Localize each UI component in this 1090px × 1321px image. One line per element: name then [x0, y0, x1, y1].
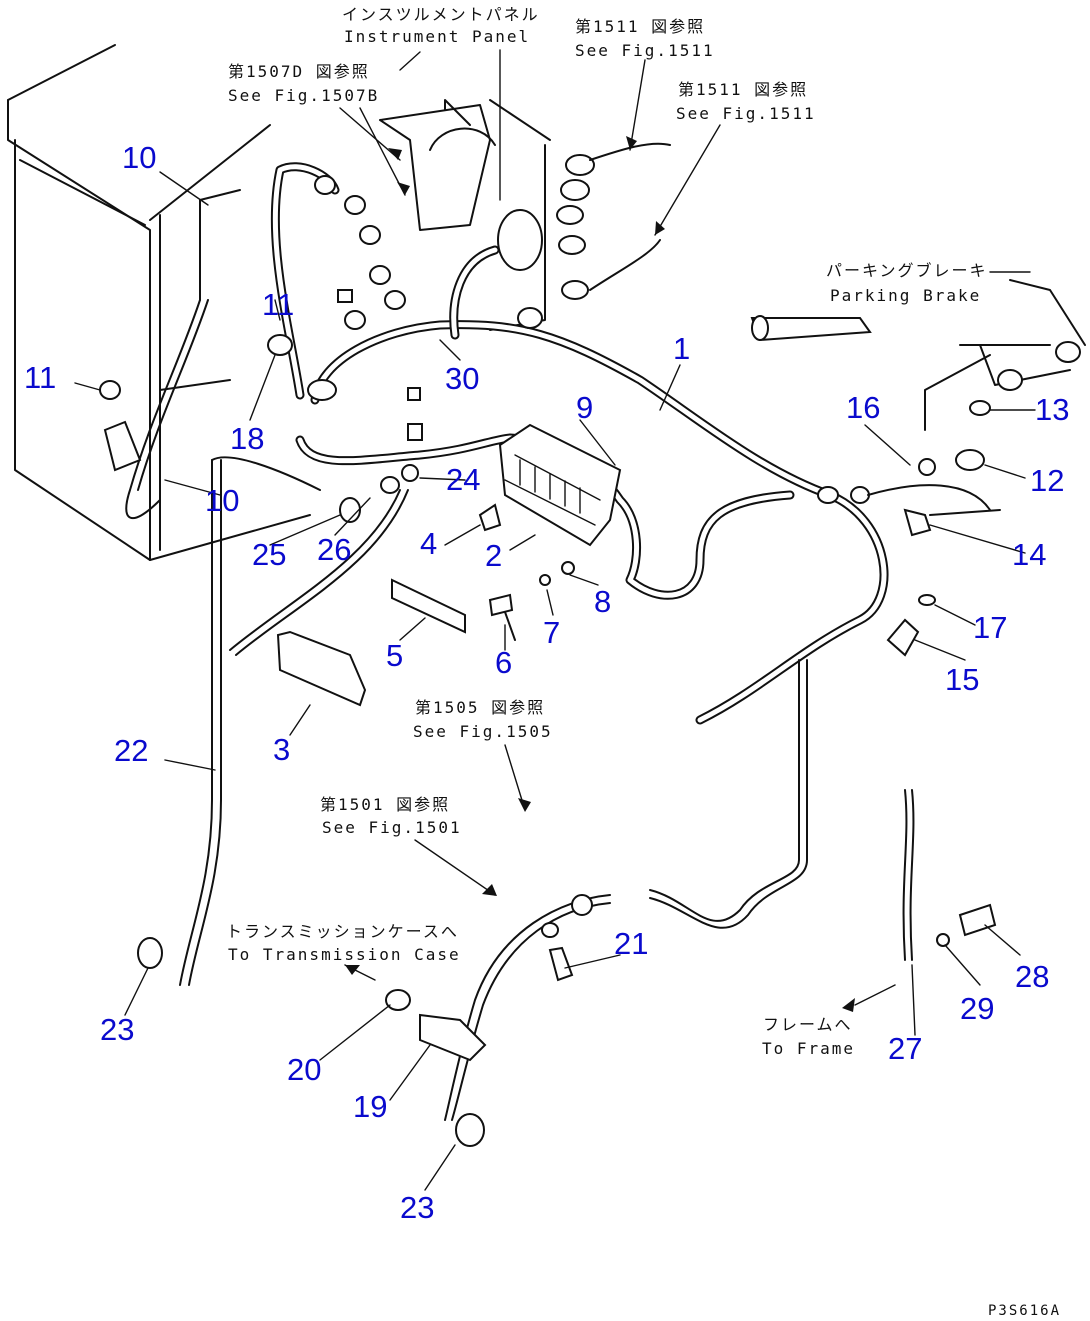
small-parts: [99, 334, 1001, 1147]
callout-25: 25: [252, 537, 286, 572]
callout-7: 7: [543, 615, 560, 650]
frame-en: To Frame: [762, 1039, 855, 1058]
parking-brake-en: Parking Brake: [830, 286, 981, 305]
callout-19: 19: [353, 1089, 387, 1124]
fig1501-jp: 第1501 図参照: [320, 795, 450, 814]
parking-brake-jp: パーキングブレーキ: [826, 261, 988, 280]
callout-8: 8: [594, 584, 611, 619]
reference-annotations: インスツルメントパネル Instrument Panel 第1507D 図参照 …: [226, 5, 1061, 1319]
fig1511a-jp: 第1511 図参照: [575, 17, 705, 36]
callout-numbers: 1 2 3 4 5 6 7 8 9 10 10 11 11 12 13 14 1…: [24, 140, 1069, 1225]
arrowheads: [345, 136, 855, 1012]
callout-23-lower: 23: [400, 1190, 434, 1225]
callout-14: 14: [1012, 537, 1046, 572]
callout-30: 30: [445, 361, 479, 396]
trans-case-jp: トランスミッションケースへ: [226, 922, 459, 941]
callout-12: 12: [1030, 463, 1064, 498]
callout-23-left: 23: [100, 1012, 134, 1047]
frame-jp: フレームへ: [763, 1015, 853, 1034]
leader-lines: [74, 49, 1036, 1191]
callout-29: 29: [960, 991, 994, 1026]
callout-22: 22: [114, 733, 148, 768]
trans-case-en: To Transmission Case: [228, 945, 461, 964]
callout-2: 2: [485, 538, 502, 573]
callout-6: 6: [495, 645, 512, 680]
callout-9: 9: [576, 390, 593, 425]
fig1505-en: See Fig.1505: [413, 722, 553, 741]
callout-21: 21: [614, 926, 648, 961]
drawing-code: P3S616A: [988, 1303, 1061, 1319]
fig1501-en: See Fig.1501: [322, 818, 462, 837]
fig1505-jp: 第1505 図参照: [415, 698, 545, 717]
callout-4: 4: [420, 526, 437, 561]
fig1511b-en: See Fig.1511: [676, 104, 816, 123]
fig1507d-jp: 第1507D 図参照: [228, 62, 370, 81]
main-harness-wires: [125, 162, 889, 1121]
callout-10-upper: 10: [122, 140, 156, 175]
callout-15: 15: [945, 662, 979, 697]
callout-11-upper: 11: [262, 287, 294, 322]
fig1511a-en: See Fig.1511: [575, 41, 715, 60]
callout-24: 24: [446, 462, 480, 497]
instrument-panel-en: Instrument Panel: [344, 27, 530, 46]
callout-1: 1: [673, 331, 690, 366]
connector-cluster-upper: [307, 142, 671, 401]
callout-16: 16: [846, 390, 880, 425]
callout-3: 3: [273, 732, 290, 767]
callout-11-left: 11: [24, 360, 56, 395]
callout-10-lower: 10: [205, 483, 239, 518]
callout-20: 20: [287, 1052, 321, 1087]
callout-27: 27: [888, 1031, 922, 1066]
instrument-panel-jp: インスツルメントパネル: [342, 5, 540, 24]
fig1507b-en: See Fig.1507B: [228, 86, 379, 105]
callout-26: 26: [317, 532, 351, 567]
callout-17: 17: [973, 610, 1007, 645]
fig1511b-jp: 第1511 図参照: [678, 80, 808, 99]
callout-13: 13: [1035, 392, 1069, 427]
fuse-box: [498, 423, 622, 547]
callout-18: 18: [230, 421, 264, 456]
callout-28: 28: [1015, 959, 1049, 994]
callout-5: 5: [386, 638, 403, 673]
parking-brake: [750, 279, 1086, 431]
